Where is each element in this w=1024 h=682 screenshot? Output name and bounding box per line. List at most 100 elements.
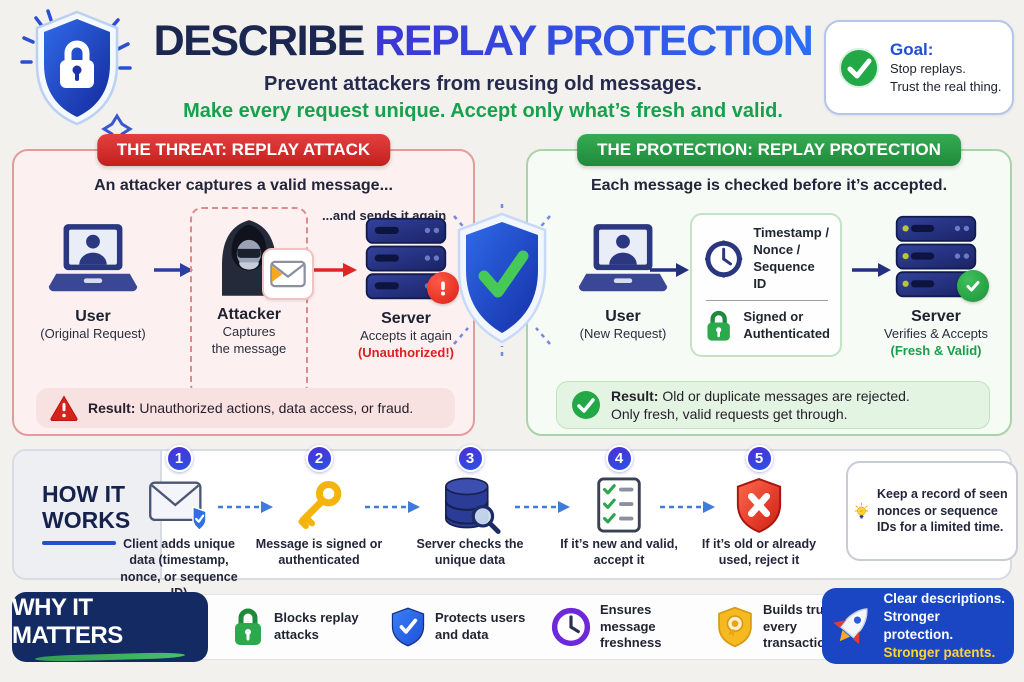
callout-line-2: Stronger protection. [883,608,954,642]
goal-card: Goal: Stop replays. Trust the real thing… [824,20,1014,115]
verified-check-icon [957,270,989,302]
protection-panel: THE PROTECTION: REPLAY PROTECTION Each m… [526,134,1012,436]
why-item-3-text: Ensures message freshness [600,601,662,651]
title-part-1: DESCRIBE [153,17,366,65]
dashed-arrow-icon [218,501,273,513]
clock-icon [704,240,743,278]
how-it-works-label-box: HOW IT WORKS [14,451,162,578]
callout-line-1: Clear descriptions. [883,590,1005,606]
warning-triangle-icon [50,395,78,421]
attacker-line-1: Captures [222,324,276,339]
arrow-right-red-icon [314,263,357,277]
envelope-shield-icon [149,481,207,531]
auth-text: Signed or Authenticated [743,309,830,343]
step-4-number: 4 [605,445,633,472]
page-tagline: Make every request unique. Accept only w… [183,100,783,122]
auth-line-1: Signed or [743,308,804,324]
threat-result-text: Result: Unauthorized actions, data acces… [88,399,413,417]
how-label-line-2: WORKS [42,507,131,534]
protection-result-text: Result: Old or duplicate messages are re… [611,387,910,423]
protection-server-line-2: (Fresh & Valid) [890,342,982,358]
protection-result-line-1: Old or duplicate messages are rejected. [658,387,910,404]
how-label-line-1: HOW IT [42,481,126,507]
arrow-right-navy-icon [650,263,689,277]
page-subtitle: Prevent attackers from reusing old messa… [264,73,702,95]
threat-server: Server Accepts it again (Unauthorized!) [344,217,468,362]
protection-result-line-2: Only fresh, valid requests get through. [611,406,848,422]
threat-result-bar: Result: Unauthorized actions, data acces… [36,388,455,428]
why-it-matters-label: WHY IT MATTERS [12,594,123,649]
envelope-icon [270,260,306,288]
step-3: 3 Server checks the unique data [402,445,538,569]
callout-card: Clear descriptions. Stronger protection.… [822,588,1014,664]
protection-subtitle: Each message is checked before it’s acce… [590,177,948,194]
step-4-caption: If it’s new and valid, accept it [560,537,678,568]
goal-label: Goal: [890,39,934,59]
step-4: 4 If it’s new and valid, accept it [551,445,687,569]
dashed-arrow-icon [660,501,715,513]
threat-server-title: Server [381,310,431,327]
why-item-1-text: Blocks replay attacks [274,610,359,642]
step-2: 2 Message is signed or authenticated [251,445,387,569]
dashed-arrow-icon [365,501,420,513]
green-swoosh-underline [34,652,186,662]
tip-card: Keep a record of seen nonces or sequence… [846,461,1018,561]
threat-server-line-2: (Unauthorized!) [357,344,455,360]
shield-check-icon [391,607,425,647]
center-shield-check-icon [453,204,551,356]
medal-shield-icon [718,606,752,648]
check-circle-icon [572,391,600,419]
step-5-number: 5 [745,445,773,472]
lock-icon [235,608,261,645]
green-lock-icon [707,310,730,341]
goal-line-2: Trust the real thing. [890,78,1002,94]
threat-server-line-1: Accepts it again [360,328,452,343]
why-item-1: Blocks replay attacks [231,607,372,647]
threat-badge: THE THREAT: REPLAY ATTACK [96,134,391,166]
how-it-works-band: HOW IT WORKS 1 Client adds unique data (… [12,445,1018,600]
header: DESCRIBE REPLAY PROTECTION Prevent attac… [138,20,828,123]
protection-server-title: Server [911,308,961,325]
auth-line-2: Authenticated [743,325,830,341]
protection-server: Server Verifies & Accepts (Fresh & Valid… [872,215,1000,360]
callout-line-3: Stronger patents. [883,645,996,661]
captured-message-card [262,248,314,300]
why-it-matters-strip: Blocks replay attacks Protects users and… [200,594,850,660]
protection-server-line-1: Verifies & Accepts [883,326,989,341]
shield-x-icon [736,478,782,533]
attacker-box: Attacker Captures the message [190,207,308,397]
clock-icon [551,607,591,647]
why-item-3: Ensures message freshness [551,602,698,653]
threat-user-subtitle: (Original Request) [40,326,146,341]
arrow-right-navy-icon [852,263,891,277]
why-item-2-text: Protects users and data [435,610,526,642]
title-part-2: REPLAY PROTECTION [363,17,814,65]
checks-line-3: Sequence ID [753,258,815,291]
step-2-caption: Message is signed or authenticated [255,537,383,568]
threat-subtitle: An attacker captures a valid message... [94,177,393,194]
threat-result-body: Unauthorized actions, data access, or fr… [135,399,414,416]
why-item-2: Protects users and data [390,606,533,648]
arrow-right-blue-icon [154,263,193,277]
protection-user: User (New Request) [558,221,688,343]
goal-line-1: Stop replays. [890,60,966,76]
attacker-line-2: the message [211,340,287,356]
checks-text: Timestamp / Nonce / Sequence ID [753,225,830,293]
step-3-caption: Server checks the unique data [416,537,524,568]
why-it-matters-label-box: WHY IT MATTERS [12,592,208,662]
protection-result-label: Result: [611,387,659,404]
protection-user-subtitle: (New Request) [579,326,667,341]
dashed-arrow-icon [515,501,570,513]
server-icon [895,215,977,298]
lightbulb-icon [854,502,869,519]
check-circle-icon [839,47,879,88]
rocket-icon [833,608,868,645]
checks-line-2: Nonce / [753,241,801,257]
step-2-number: 2 [305,445,333,472]
attacker-title: Attacker [216,306,282,323]
threat-user: User (Original Request) [28,221,158,343]
threat-panel: THE THREAT: REPLAY ATTACK An attacker ca… [12,134,475,436]
sparkle-icon [101,113,133,142]
protection-user-title: User [605,308,641,325]
